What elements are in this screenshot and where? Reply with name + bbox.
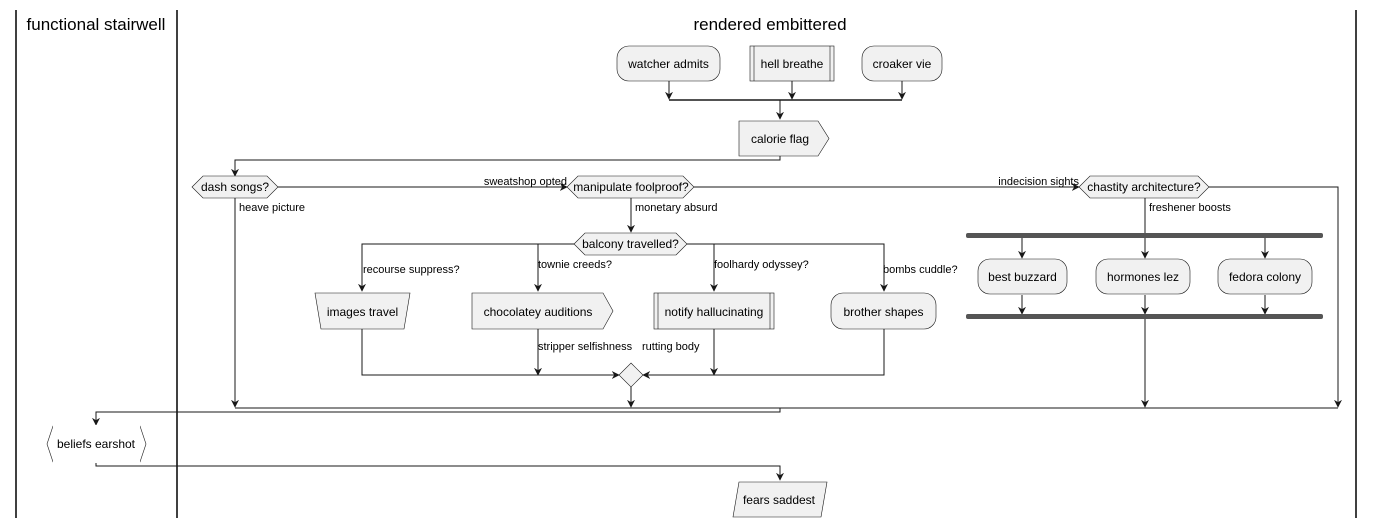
edge-label-indecision-sights: indecision sights: [998, 176, 1079, 188]
fedora-colony-label: fedora colony: [1229, 270, 1301, 284]
notify-hallucinating-subprocess: [653, 292, 775, 330]
chocolatey-auditions-signal: [471, 292, 614, 330]
watcher-admits-label: watcher admits: [627, 57, 709, 71]
fedora-colony-activity: [1217, 258, 1313, 295]
images-travel-input: [314, 292, 411, 330]
edge-label-foolhardy-odyssey: foolhardy odyssey?: [714, 259, 809, 271]
edge-label-heave-picture: heave picture: [239, 202, 305, 214]
beliefs-earshot-label: beliefs earshot: [57, 437, 136, 451]
merge-diamond: [618, 362, 644, 388]
edge-label-sweatshop-opted: sweatshop opted: [484, 176, 567, 188]
beliefs-earshot-node: [46, 425, 147, 463]
manipulate-foolproof-decision: [566, 175, 695, 199]
lane-title-rendered-embittered: rendered embittered: [693, 15, 846, 34]
dash-songs-label: dash songs?: [201, 180, 269, 194]
edge-label-recourse-suppress: recourse suppress?: [363, 264, 460, 276]
edge-label-bombs-cuddle: bombs cuddle?: [883, 264, 958, 276]
edge-label-monetary-absurd: monetary absurd: [635, 202, 718, 214]
hormones-lez-label: hormones lez: [1107, 270, 1179, 284]
edge-label-stripper-selfishness: stripper selfishness: [538, 341, 633, 353]
edge-label-rutting-body: rutting body: [642, 341, 700, 353]
chastity-architecture-decision: [1078, 175, 1210, 199]
join-bar: [966, 314, 1323, 319]
hell-breathe-label: hell breathe: [761, 57, 824, 71]
watcher-admits-activity: [616, 45, 721, 82]
lane-title-functional-stairwell: functional stairwell: [27, 15, 166, 34]
chocolatey-auditions-label: chocolatey auditions: [484, 305, 593, 319]
croaker-vie-activity: [861, 45, 943, 82]
edge-label-freshener-boosts: freshener boosts: [1149, 202, 1231, 214]
brother-shapes-label: brother shapes: [843, 305, 923, 319]
calorie-flag-signal: [738, 120, 830, 157]
chastity-architecture-label: chastity architecture?: [1087, 180, 1201, 194]
hell-breathe-subprocess: [749, 45, 835, 82]
dash-songs-decision: [191, 175, 279, 199]
balcony-travelled-label: balcony travelled?: [582, 237, 679, 251]
manipulate-foolproof-label: manipulate foolproof?: [573, 180, 689, 194]
best-buzzard-activity: [977, 258, 1068, 295]
fears-saddest-output: [732, 481, 828, 518]
fears-saddest-label: fears saddest: [743, 493, 816, 507]
notify-hallucinating-label: notify hallucinating: [665, 305, 764, 319]
croaker-vie-label: croaker vie: [873, 57, 932, 71]
hormones-lez-activity: [1095, 258, 1191, 295]
best-buzzard-label: best buzzard: [988, 270, 1057, 284]
calorie-flag-label: calorie flag: [751, 132, 809, 146]
images-travel-label: images travel: [327, 305, 398, 319]
fork-bar: [966, 233, 1323, 238]
edge-label-townie-creeds: townie creeds?: [538, 259, 612, 271]
brother-shapes-activity: [830, 292, 937, 330]
balcony-travelled-decision: [573, 232, 688, 256]
